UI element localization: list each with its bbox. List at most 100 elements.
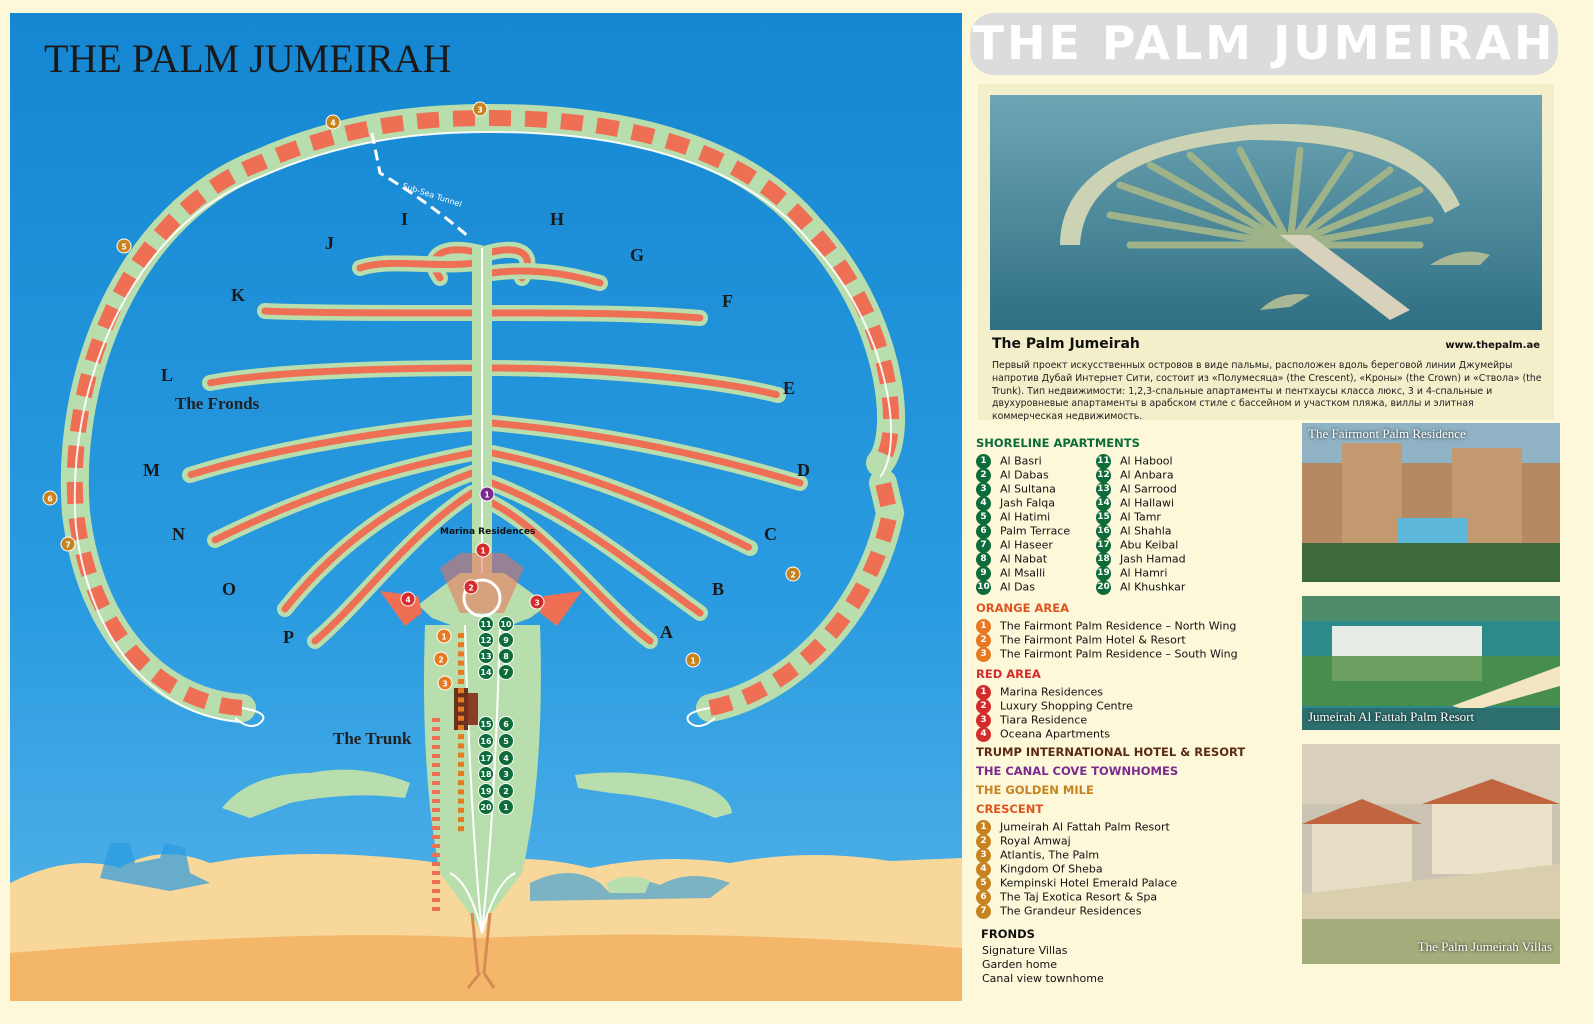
orange-item-text: The Fairmont Palm Hotel & Resort [1000,633,1186,647]
trunk-building [458,771,464,776]
crescent-item-number: 6 [976,890,991,905]
crescent-item-number: 2 [976,834,991,849]
frond-villas [488,449,754,552]
orange-item-text: The Fairmont Palm Residence – North Wing [1000,619,1237,633]
island-west [222,769,410,818]
shoreline-marker [478,766,494,782]
frond-letter: A [660,622,673,642]
frond-letter: N [172,524,185,544]
shoreline-item-text: Al Msalli [1000,566,1046,580]
red-marker [400,591,416,607]
shoreline-marker [478,733,494,749]
trunk-building [458,706,464,712]
frond-letter: O [222,579,236,599]
red-marker-label: 1 [480,547,485,556]
frond-letter: D [797,460,810,480]
shoreline-marker-label: 15 [480,720,492,729]
shoreline-item-number: 16 [1096,524,1111,539]
shoreline-marker-label: 2 [503,787,509,796]
shoreline-item-text: Jash Hamad [1120,552,1186,566]
card-url[interactable]: www.thepalm.ae [1445,340,1540,351]
trunk-villa [432,781,440,785]
trunk-villa [432,862,440,866]
shoreline-marker [478,632,494,648]
shoreline-item-text: Al Khushkar [1120,580,1186,594]
shoreline-marker [478,716,494,732]
shoreline-marker [478,616,494,632]
red-item-text: Marina Residences [1000,685,1103,699]
trunk-building [458,789,464,795]
crescent-marker-label: 4 [330,119,335,128]
shoreline-item-text: Al Sarrood [1120,482,1177,496]
trunk-building [458,734,464,740]
trunk-villa [432,826,440,830]
orange-title: ORANGE AREA [976,601,1069,615]
shoreline-item-number: 17 [1096,538,1111,553]
red-marker-label: 4 [405,596,410,605]
shoreline-marker [478,648,494,664]
frond-letter: M [143,460,160,480]
shoreline-item-number: 2 [976,468,991,483]
trunk-label: The Trunk [333,729,412,748]
shoreline-item-text: Al Hallawi [1120,496,1174,510]
crescent-item-number: 5 [976,876,991,891]
trunk-villa [432,763,440,767]
shoreline-marker-label: 4 [503,754,509,763]
shoreline-marker-label: 14 [480,668,492,677]
shoreline-item: 20 Al Khushkar [1096,580,1185,595]
crescent-marker-label: 3 [477,106,482,115]
crescent-marker [116,238,132,254]
fronds-item-text: Garden home [982,958,1057,971]
shoreline-marker-label: 13 [480,652,491,661]
shoreline-marker-label: 12 [480,636,491,645]
shoreline-item-text: Al Das [1000,580,1036,594]
crescent-marker [785,566,801,582]
shoreline-item-number: 13 [1096,482,1111,497]
shoreline-marker [498,664,514,680]
trunk-building [458,669,464,675]
frond-letter: K [231,285,245,305]
crescent-item-number: 3 [976,848,991,863]
trunk-villa [432,718,440,722]
shoreline-item-number: 19 [1096,566,1111,581]
frond-letter: B [712,579,724,599]
shoreline-marker [478,783,494,799]
shoreline-item-text: Abu Keibal [1120,538,1179,552]
canal-marker-label: 1 [484,491,489,500]
shoreline-marker [498,766,514,782]
shoreline-item-text: Al Sultana [1000,482,1056,496]
trump-title: TRUMP INTERNATIONAL HOTEL & RESORT [976,745,1246,759]
fronds-item: Canal view townhome [982,972,1104,985]
trunk-building [458,679,464,684]
photo-villas-image [1302,744,1560,964]
shoreline-marker-label: 8 [503,652,509,661]
trunk-villa [432,907,440,911]
trunk-building [458,780,464,786]
crescent-marker-label: 6 [47,495,52,504]
trunk-building [458,715,464,721]
trunk-building [458,651,464,657]
frond-villas [281,469,476,613]
shoreline-item-text: Al Haseer [1000,538,1053,552]
fronds-item: Signature Villas [982,944,1068,957]
shoreline-marker-label: 6 [503,720,509,729]
orange-marker [436,628,452,644]
shoreline-item-number: 20 [1096,580,1111,595]
canal-title: THE CANAL COVE TOWNHOMES [976,764,1179,778]
shoreline-item-number: 8 [976,552,991,567]
shoreline-marker-label: 11 [480,620,492,629]
crescent-item-text: The Grandeur Residences [1000,904,1142,918]
shoreline-item-number: 15 [1096,510,1111,525]
red-marker-label: 2 [468,584,473,593]
trunk-villa [432,772,440,776]
